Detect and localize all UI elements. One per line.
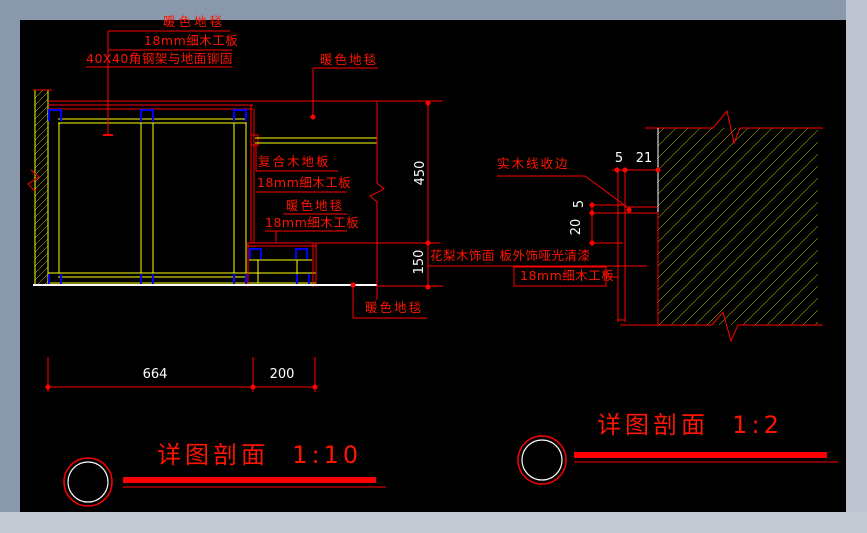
dims-right-detail <box>589 167 661 246</box>
dim-150: 150 <box>412 249 427 275</box>
title-symbol-right <box>517 435 838 485</box>
dim-21: 21 <box>635 151 653 166</box>
platform-frame <box>48 118 377 284</box>
dim-horizontal-664-200 <box>45 357 318 392</box>
dim-5-side: 5 <box>572 199 587 209</box>
label-carpet-mid: 暖色地毯 <box>320 52 379 67</box>
title-detail-1-10: 详图剖面 1:10 <box>157 441 363 469</box>
label-blockboard-floor: 18mm细木工板 <box>257 175 352 190</box>
dim-5-top: 5 <box>614 151 624 166</box>
label-veneer: 花梨木饰面 板外饰哑光清漆 <box>430 248 591 263</box>
frame-bottom <box>0 512 867 533</box>
frame-top <box>0 0 867 20</box>
label-carpet-bottom: 暖色地毯 <box>365 300 424 315</box>
title-detail-1-2: 详图剖面 1:2 <box>597 411 783 439</box>
title-symbol-left <box>63 457 386 507</box>
wall-hatch-right <box>620 109 823 343</box>
label-carpet-top: 暖色地毯 <box>163 14 226 29</box>
dim-200: 200 <box>269 367 295 382</box>
label-carpet-step: 暖色地毯 <box>286 198 345 213</box>
frame-right <box>846 0 867 533</box>
dim-20: 20 <box>569 218 584 236</box>
label-blockboard-right: 18mm细木工板 <box>520 268 615 283</box>
label-steel-frame: 40X40角钢架与地面铆固 <box>86 51 233 66</box>
label-blockboard-step: 18mm细木工板 <box>265 215 360 230</box>
label-laminate-floor: 复合木地板 <box>258 154 331 169</box>
step-box <box>247 242 317 287</box>
leaders-right-detail <box>428 175 647 287</box>
dim-vertical-450-150 <box>317 100 440 290</box>
dim-450: 450 <box>413 160 428 186</box>
baseline <box>33 284 443 287</box>
leaders-left-detail <box>86 30 427 319</box>
label-wood-edge-trim: 实木线收边 <box>497 156 570 171</box>
dim-664: 664 <box>142 367 168 382</box>
frame-left <box>0 0 20 533</box>
angle-steel-brackets <box>48 109 310 286</box>
panel-board-right <box>617 170 658 322</box>
label-blockboard-top: 18mm细木工板 <box>144 33 239 48</box>
break-line-vertical <box>369 101 385 300</box>
left-wall-strip <box>27 89 52 286</box>
